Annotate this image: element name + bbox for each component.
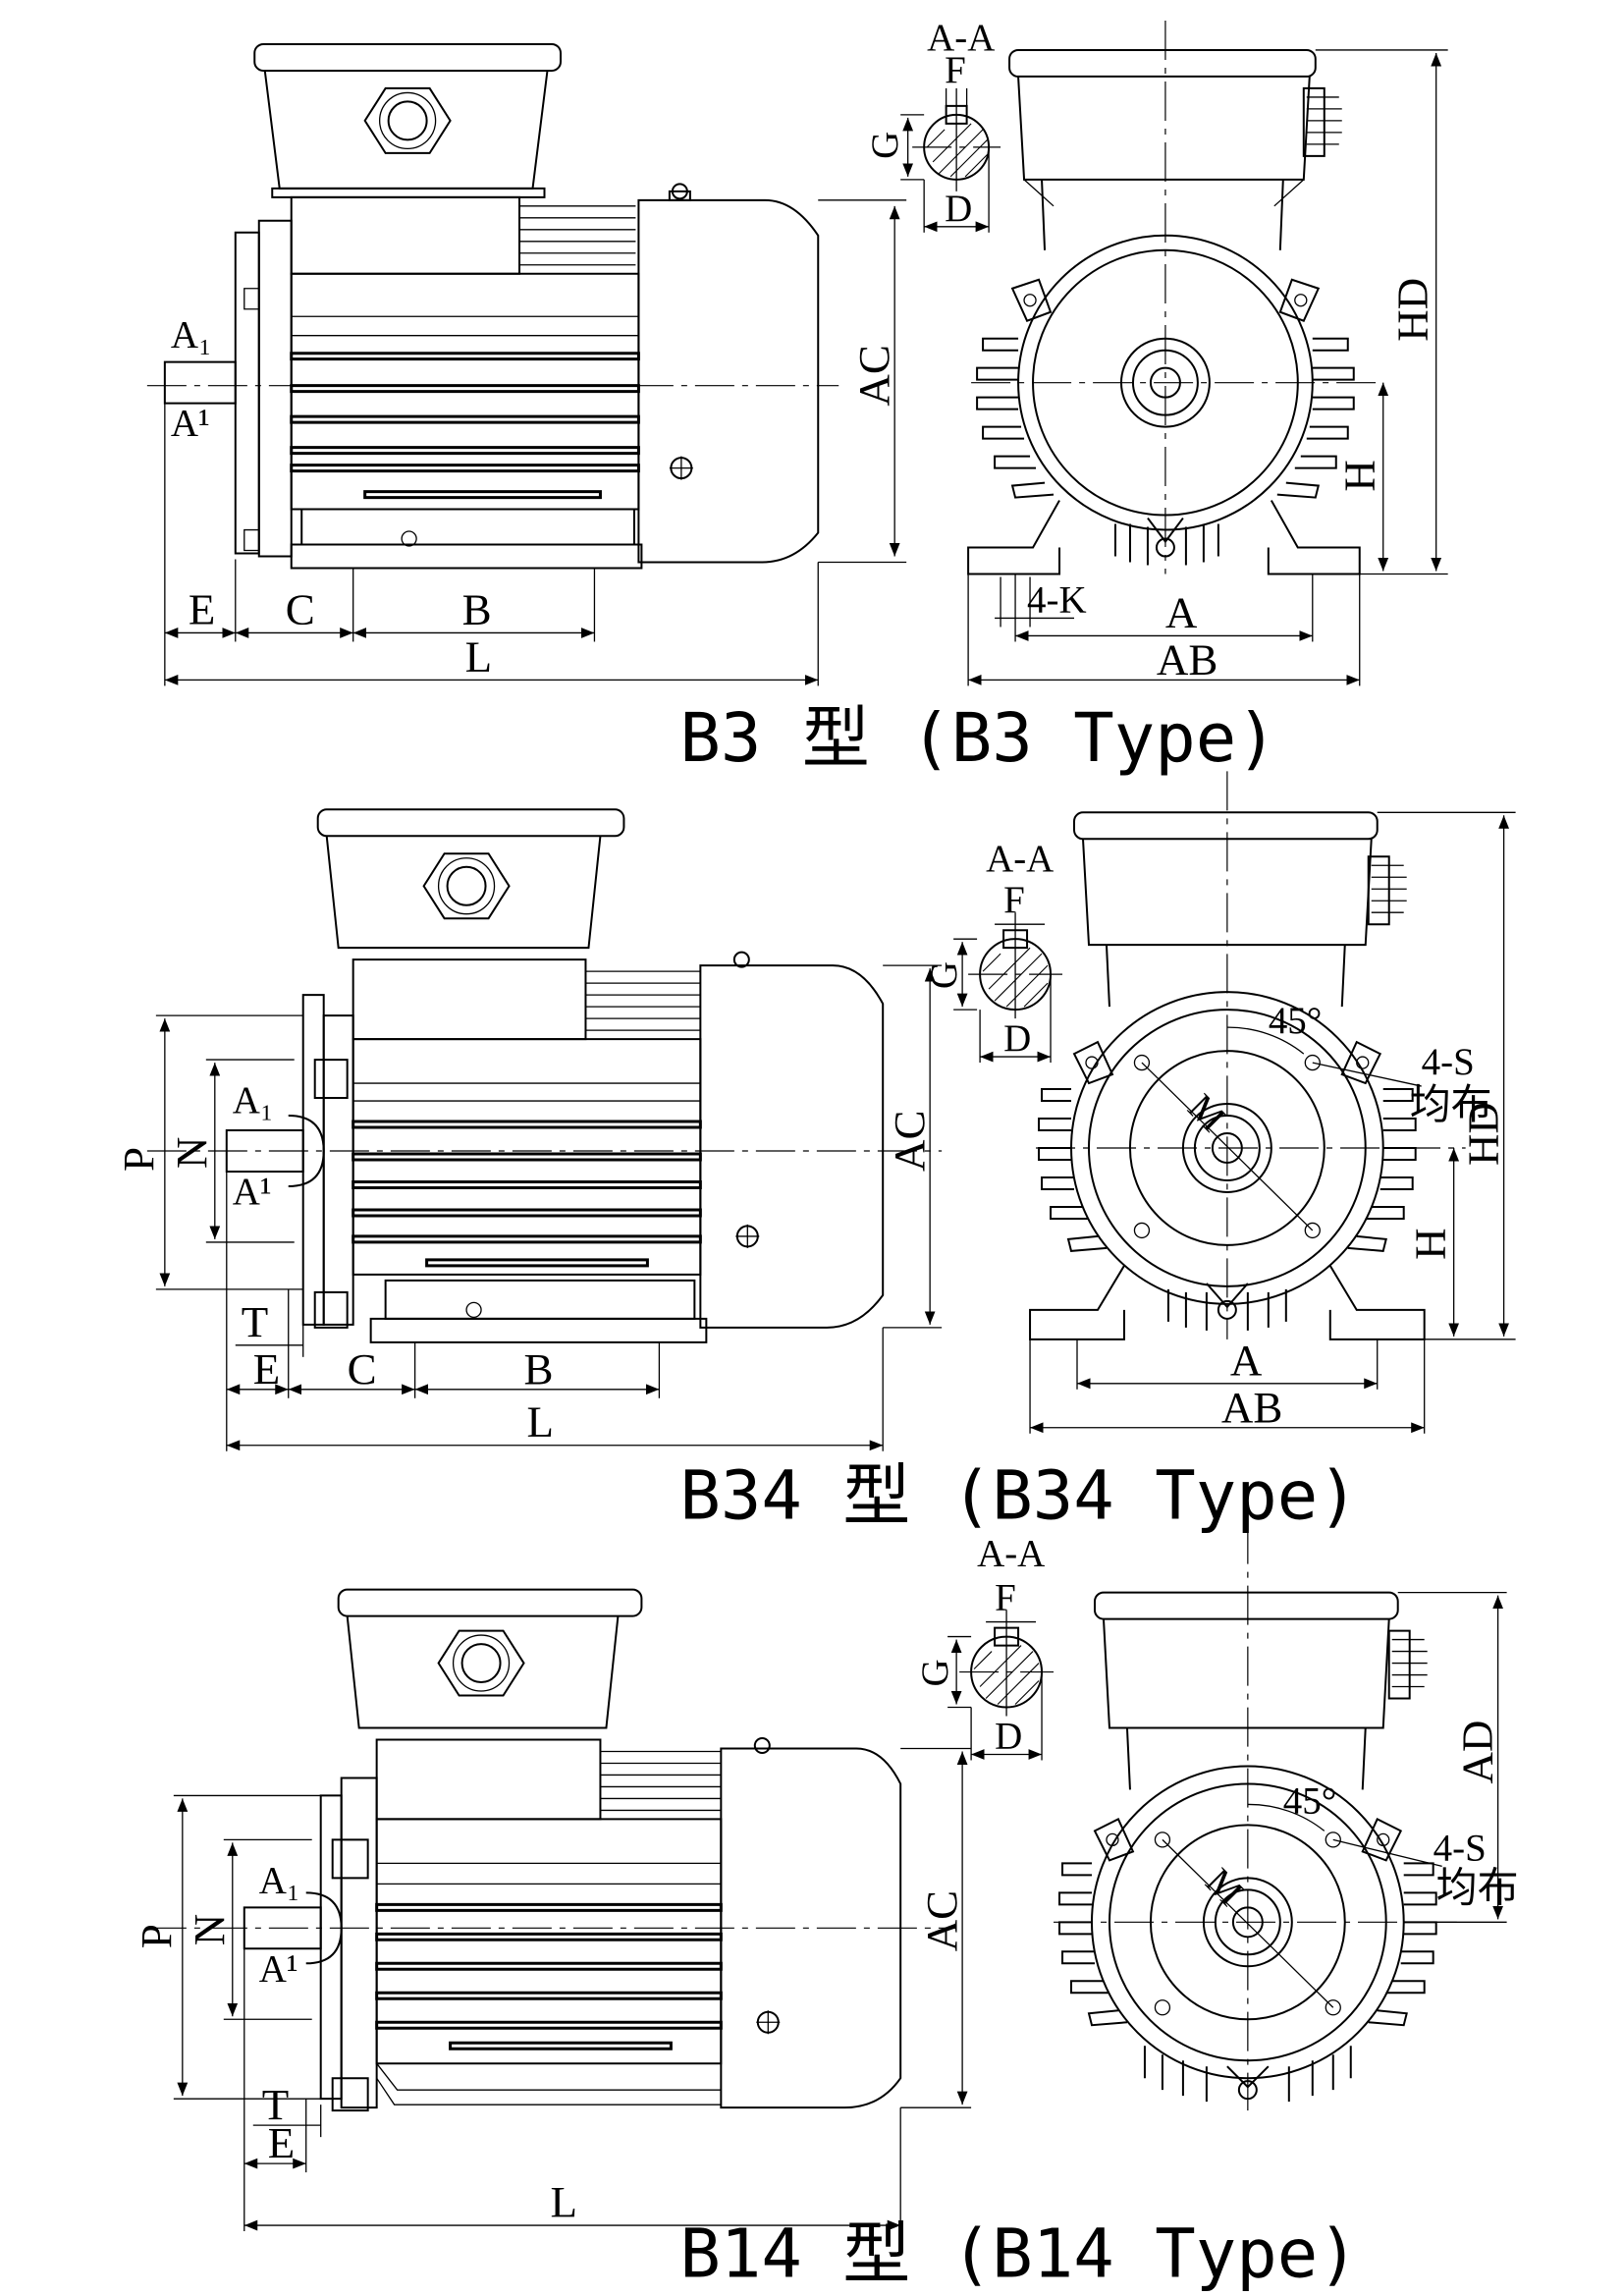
- b34-n-label: N: [167, 1137, 216, 1169]
- cable-gland-icon: [1304, 88, 1342, 156]
- b34-p-label: P: [114, 1147, 163, 1172]
- b34-a-label: A: [1230, 1336, 1263, 1385]
- cable-gland-icon: [365, 88, 451, 153]
- lifting-lug-icon: [1074, 1042, 1112, 1083]
- b14-even-label: 均布: [1436, 1863, 1519, 1911]
- b14-a1-upper-label: A₁: [259, 1859, 300, 1901]
- b14-s-label: 4-S: [1434, 1827, 1487, 1869]
- b3-front-view: HD H 4-K A AB: [968, 21, 1448, 685]
- b34-hd-label: HD: [1459, 1102, 1508, 1166]
- b3-caption: B3 型 (B3 Type): [679, 699, 1276, 778]
- b34-l-label: L: [527, 1397, 554, 1447]
- b34-ac-label: AC: [885, 1111, 934, 1172]
- b3-l-label: L: [465, 631, 492, 681]
- b3-e-label: E: [189, 584, 215, 633]
- b14-ac-label: AC: [917, 1890, 966, 1951]
- b3-c-label: C: [286, 584, 315, 633]
- b34-m-label: M: [1180, 1086, 1234, 1140]
- cooling-fins: [292, 316, 639, 497]
- b34-s-label: 4-S: [1422, 1041, 1475, 1083]
- b3-a1-lower-label: A¹: [171, 403, 210, 445]
- b34-c-label: C: [348, 1344, 377, 1394]
- cooling-fins: [377, 1863, 722, 2105]
- b34-a1-lower-label: A¹: [233, 1171, 272, 1213]
- b34-front-view: 45° M 4-S 均布 HD H A AB: [1030, 771, 1516, 1433]
- b34-shaft-section: A-A F G D: [923, 838, 1062, 1063]
- lifting-lug-icon: [1095, 1819, 1133, 1860]
- b34-side-view: P N A₁ A¹ AC T E C B L: [114, 809, 942, 1450]
- b14-ad-label: AD: [1453, 1721, 1502, 1784]
- b3-g-label: G: [864, 132, 906, 159]
- b3-ac-label: AC: [849, 345, 898, 406]
- b14-g-label: G: [914, 1659, 956, 1686]
- b14-angle-label: 45°: [1283, 1779, 1337, 1822]
- b3-a-label: A: [1165, 587, 1198, 636]
- b14-f-label: F: [995, 1577, 1016, 1619]
- b34-section-label: A-A: [986, 838, 1054, 880]
- b3-hd-label: HD: [1388, 278, 1437, 342]
- b34-angle-label: 45°: [1269, 1000, 1323, 1042]
- b14-a1-lower-label: A¹: [259, 1947, 298, 1990]
- b34-d-label: D: [1003, 1017, 1031, 1060]
- b3-a1-upper-label: A₁: [171, 314, 212, 356]
- b3-d-label: D: [945, 188, 972, 230]
- earthing-screw-icon: [735, 1225, 759, 1248]
- cable-gland-icon: [424, 853, 510, 918]
- b34-h-label: H: [1406, 1228, 1455, 1259]
- b3-k-label: 4-K: [1027, 578, 1087, 621]
- b3-ab-label: AB: [1157, 634, 1217, 683]
- b14-n-label: N: [185, 1914, 234, 1945]
- b14-e-label: E: [268, 2118, 295, 2167]
- earthing-screw-icon: [756, 2010, 780, 2034]
- b34-b-label: B: [524, 1344, 554, 1394]
- cooling-fins: [353, 1083, 701, 1266]
- b3-side-view: A₁ A¹ AC E C B L: [147, 44, 906, 685]
- lifting-lug-icon: [1363, 1819, 1401, 1860]
- cable-gland-icon: [439, 1631, 524, 1696]
- b14-d-label: D: [995, 1715, 1022, 1757]
- b14-caption: B14 型 (B14 Type): [679, 2215, 1358, 2294]
- b3-shaft-section: A-A F G D: [864, 17, 1001, 233]
- b14-t-label: T: [262, 2080, 289, 2129]
- b3-h-label: H: [1335, 460, 1384, 491]
- b34-ab-label: AB: [1221, 1383, 1282, 1432]
- b14-shaft-section: A-A F G D: [914, 1533, 1054, 1761]
- b3-f-label: F: [945, 49, 966, 91]
- b34-even-label: 均布: [1410, 1080, 1492, 1128]
- b14-section-label: A-A: [977, 1533, 1045, 1575]
- b34-g-label: G: [923, 961, 965, 989]
- b34-t-label: T: [242, 1297, 268, 1346]
- b3-section-label: A-A: [927, 17, 995, 59]
- earthing-screw-icon: [670, 457, 693, 480]
- b34-a1-upper-label: A₁: [233, 1079, 274, 1121]
- b14-side-view: P N A₁ A¹ AC T E L: [132, 1590, 971, 2231]
- b14-p-label: P: [132, 1924, 181, 1948]
- b3-b-label: B: [462, 584, 492, 633]
- b34-caption: B34 型 (B34 Type): [679, 1457, 1358, 1536]
- lifting-lug-icon: [1280, 280, 1319, 321]
- lifting-lug-icon: [1342, 1042, 1380, 1083]
- b14-front-view: 45° M 4-S 均布 AD: [1054, 1525, 1519, 2110]
- cable-gland-icon: [1369, 856, 1407, 924]
- b14-l-label: L: [550, 2177, 576, 2226]
- b34-f-label: F: [1003, 879, 1025, 921]
- b34-e-label: E: [253, 1344, 280, 1394]
- cable-gland-icon: [1389, 1631, 1428, 1699]
- lifting-lug-icon: [1012, 280, 1051, 321]
